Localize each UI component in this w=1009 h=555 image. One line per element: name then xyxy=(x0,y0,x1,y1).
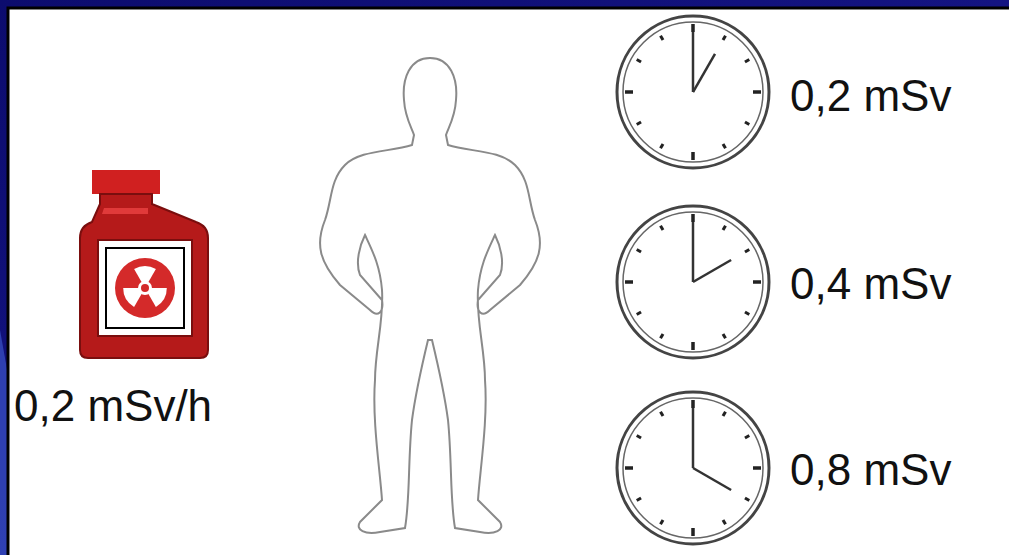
dose-rate-label: 0,2 mSv/h xyxy=(14,382,212,430)
clock-tick xyxy=(753,280,761,284)
clock-tick xyxy=(637,122,641,125)
clock-tick xyxy=(661,36,664,40)
clock-tick xyxy=(691,24,695,32)
bottle-neck xyxy=(102,208,148,214)
dose-label: 0,2 mSv xyxy=(790,72,951,120)
clock-tick xyxy=(745,60,749,63)
clock-tick xyxy=(753,90,761,94)
clock-tick xyxy=(661,520,664,524)
clock-tick xyxy=(637,498,641,501)
white-panel xyxy=(8,8,1009,555)
clock-tick xyxy=(637,312,641,315)
clock-rim xyxy=(617,206,769,358)
clock-icon xyxy=(617,16,769,168)
bottle-cap xyxy=(92,170,160,194)
clock-tick xyxy=(661,226,664,230)
clock-icon xyxy=(617,392,769,544)
hour-hand xyxy=(693,54,715,92)
clock-tick xyxy=(745,436,749,439)
clock-tick xyxy=(637,250,641,253)
label-frame xyxy=(106,248,184,328)
clock-rim xyxy=(617,16,769,168)
clock-tick xyxy=(625,90,633,94)
clock-tick xyxy=(723,36,726,40)
clock-tick xyxy=(637,60,641,63)
clock-tick xyxy=(723,144,726,148)
hour-hand xyxy=(693,468,731,490)
minute-hand xyxy=(692,32,695,92)
clock-tick xyxy=(625,466,633,470)
clock-tick xyxy=(625,280,633,284)
clock-tick xyxy=(753,466,761,470)
clock-tick xyxy=(745,250,749,253)
clock-tick xyxy=(637,436,641,439)
human-silhouette xyxy=(320,58,540,533)
clock-tick xyxy=(661,412,664,416)
clock-tick xyxy=(661,144,664,148)
radiation-disc xyxy=(115,258,175,318)
clock-tick xyxy=(661,334,664,338)
bottle-body xyxy=(80,194,208,358)
dose-label: 0,4 mSv xyxy=(790,260,951,308)
clock-rim xyxy=(617,392,769,544)
bottle-label xyxy=(98,240,192,336)
clock-icon xyxy=(617,206,769,358)
clock-tick xyxy=(691,400,695,408)
hour-hand xyxy=(693,260,731,282)
clock-tick xyxy=(691,152,695,160)
clock-face xyxy=(623,212,763,352)
clock-tick xyxy=(745,312,749,315)
dose-label: 0,8 mSv xyxy=(790,446,951,494)
clock-tick xyxy=(691,528,695,536)
clock-tick xyxy=(745,498,749,501)
clock-tick xyxy=(723,520,726,524)
clock-tick xyxy=(723,334,726,338)
clock-tick xyxy=(691,214,695,222)
clock-tick xyxy=(723,412,726,416)
clock-face xyxy=(623,22,763,162)
radiation-symbol xyxy=(121,266,170,308)
clock-face xyxy=(623,398,763,538)
clock-tick xyxy=(723,226,726,230)
minute-hand xyxy=(692,408,695,468)
minute-hand xyxy=(692,222,695,282)
clock-tick xyxy=(745,122,749,125)
clock-tick xyxy=(691,342,695,350)
radioactive-bottle xyxy=(80,170,208,358)
